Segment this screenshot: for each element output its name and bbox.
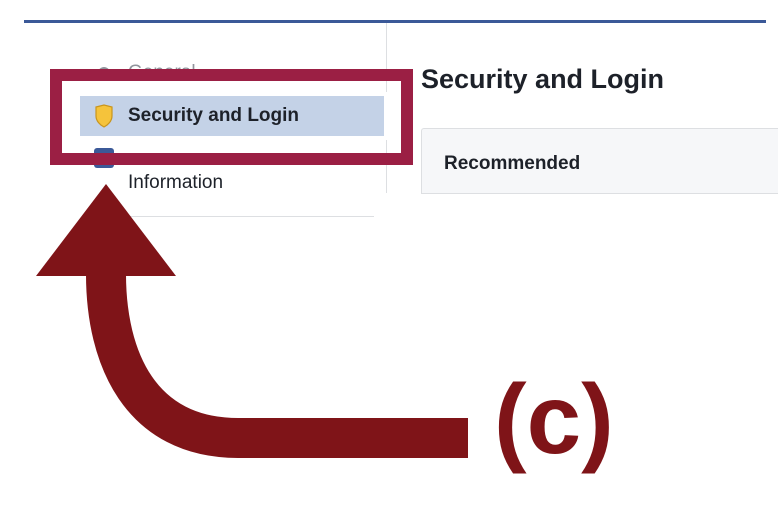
sidebar-item-label: General — [128, 62, 196, 83]
sidebar-item-label: Information — [128, 172, 224, 193]
shield-icon — [92, 104, 116, 128]
sidebar-item-general[interactable]: General — [80, 58, 384, 88]
card-title: Recommended — [444, 153, 581, 174]
sidebar-item-security-and-login[interactable]: Security and Login — [80, 96, 384, 136]
annotation-label: (c) — [494, 364, 614, 474]
top-blue-rule — [24, 20, 766, 23]
sidebar-item-label: Security and Login — [128, 105, 300, 126]
facebook-icon — [92, 146, 116, 170]
page-title: Security and Login — [421, 64, 665, 94]
gear-icon — [92, 61, 116, 85]
recommended-card: Recommended — [421, 128, 778, 194]
sidebar-divider — [386, 23, 387, 193]
sidebar-bottom-rule — [88, 216, 374, 217]
sidebar-item-information[interactable]: Information — [80, 140, 384, 193]
